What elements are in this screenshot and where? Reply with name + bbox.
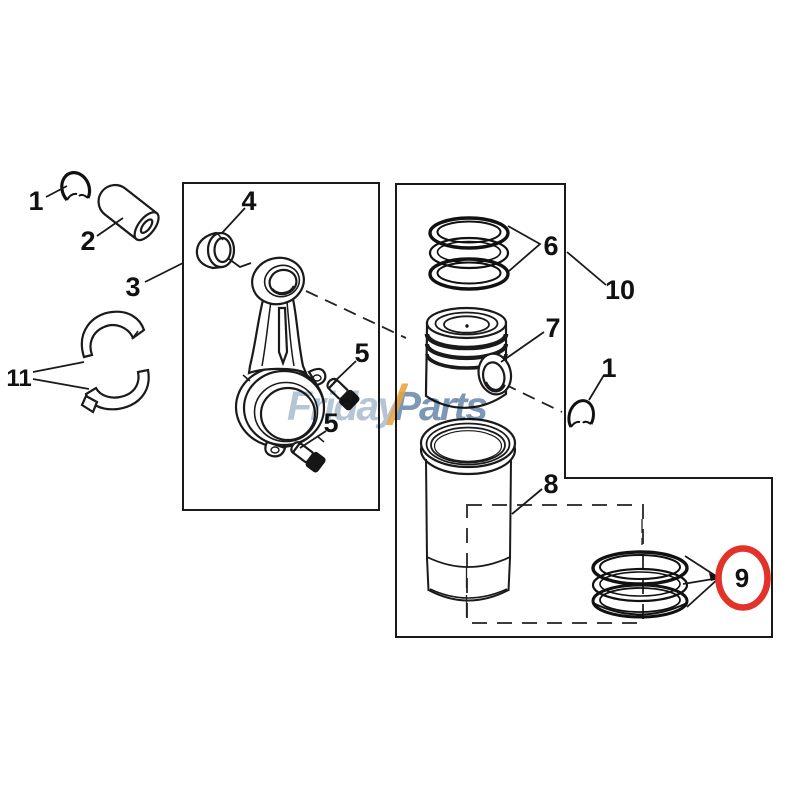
callout-5-lower: 5: [323, 408, 338, 438]
callout-4: 4: [241, 186, 256, 216]
leader-1-left: [45, 185, 68, 198]
kit-box-9-dashed: [466, 504, 644, 624]
assembly-axis-dashed-line: [305, 290, 563, 413]
callout-5-upper: 5: [354, 338, 369, 368]
snap-ring-1-left: [60, 171, 92, 202]
rod-bolt-5-lower: [290, 441, 326, 473]
leader-10: [566, 251, 607, 286]
callout-9: 9: [735, 563, 749, 593]
snap-ring-1-right: [567, 399, 595, 428]
leader-7: [500, 331, 545, 363]
callout-2: 2: [80, 226, 95, 256]
piston-pin-2: [97, 183, 160, 242]
callout-10: 10: [605, 275, 635, 305]
leader-11a: [32, 361, 85, 373]
bushing-pointer-line: [228, 258, 252, 269]
leader-1-right: [588, 374, 605, 401]
bushing-4: [195, 231, 236, 270]
leader-8: [511, 488, 543, 515]
callout-8: 8: [543, 469, 558, 499]
leader-4: [221, 207, 246, 234]
callout-3: 3: [125, 272, 140, 302]
piston-rings-9: [591, 519, 689, 619]
highlight-circle-9: [715, 545, 771, 611]
callout-1-left: 1: [28, 186, 43, 216]
leader-9a: [684, 555, 720, 579]
leader-6: [507, 225, 542, 272]
callout-11: 11: [6, 365, 31, 392]
piston-rings-6: [428, 216, 510, 291]
rod-bolt-5-upper: [326, 377, 360, 411]
callout-1-right: 1: [601, 353, 616, 383]
piston-7: [424, 306, 513, 409]
leader-9c: [686, 577, 720, 608]
callout-6: 6: [543, 231, 558, 261]
leader-3: [144, 262, 184, 283]
leader-5-upper: [333, 360, 357, 383]
connecting-rod-3: [234, 256, 327, 458]
bearing-shells-11: [80, 310, 150, 414]
parts-box-connecting-rod: [182, 182, 380, 511]
callout-7: 7: [545, 313, 560, 343]
leader-11b: [32, 378, 90, 390]
leader-2: [96, 217, 124, 237]
kit-box-10: [395, 183, 773, 638]
leader-5-lower: [299, 430, 327, 449]
cylinder-liner-8: [419, 417, 517, 623]
